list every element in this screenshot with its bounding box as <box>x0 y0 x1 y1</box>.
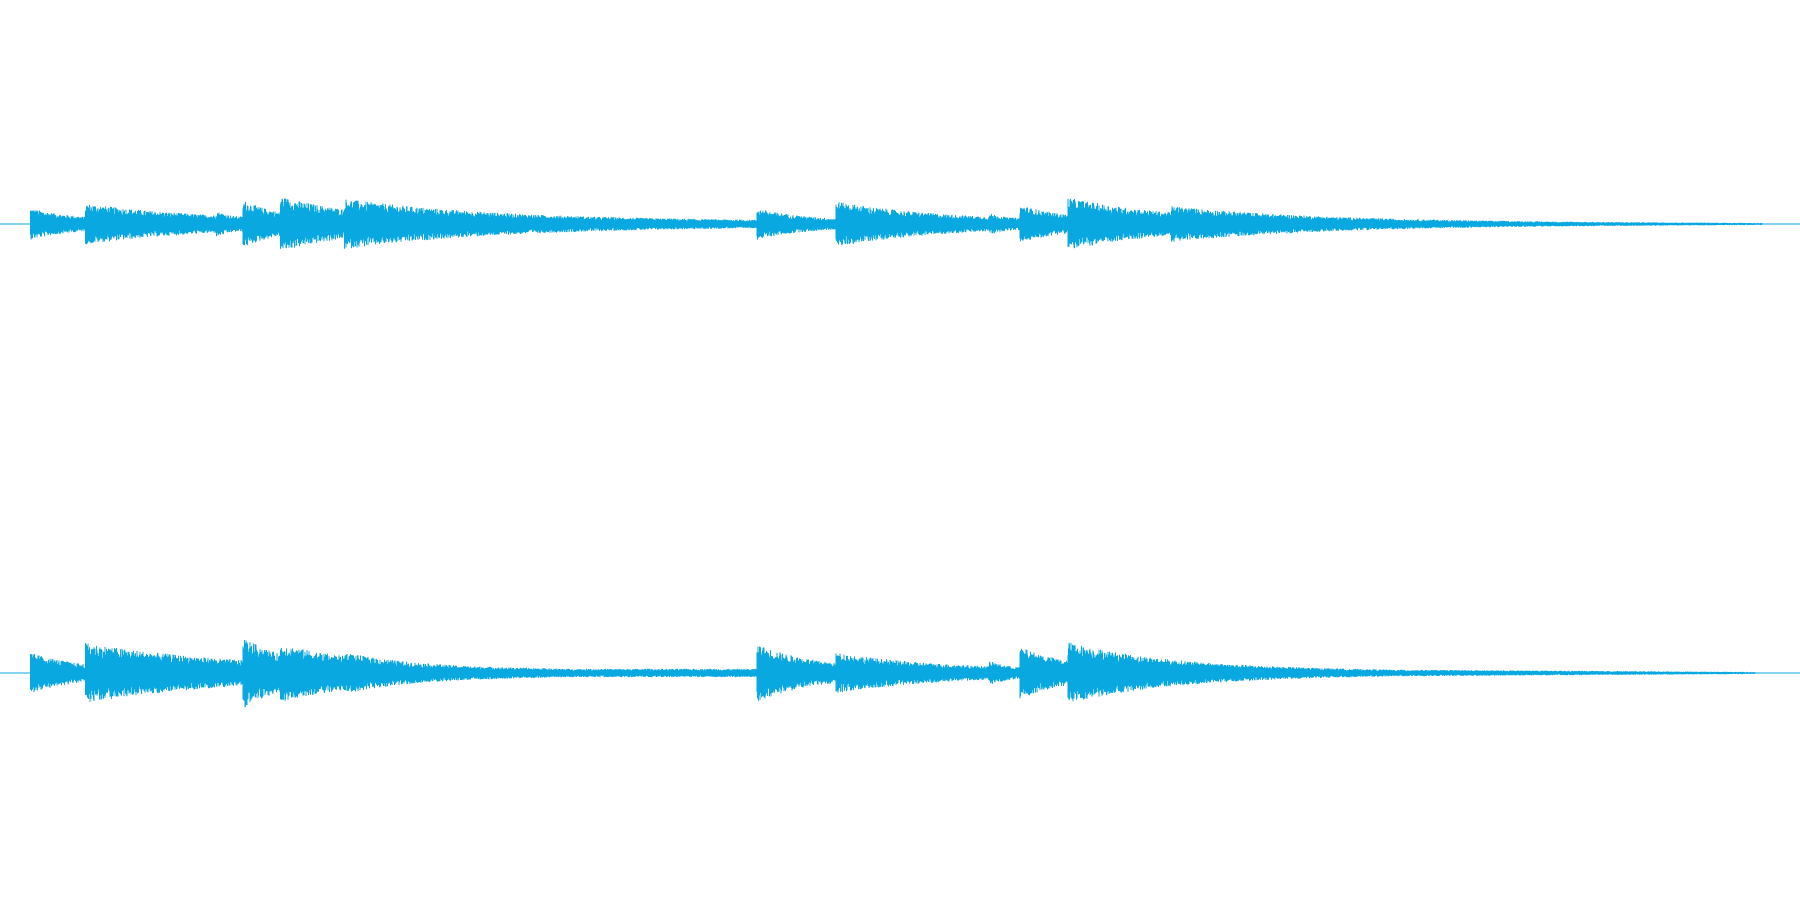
waveform-left <box>30 198 1763 249</box>
waveform-channel-right <box>0 640 1800 708</box>
waveform-channel-left <box>0 198 1800 249</box>
waveform-right <box>30 640 1756 708</box>
